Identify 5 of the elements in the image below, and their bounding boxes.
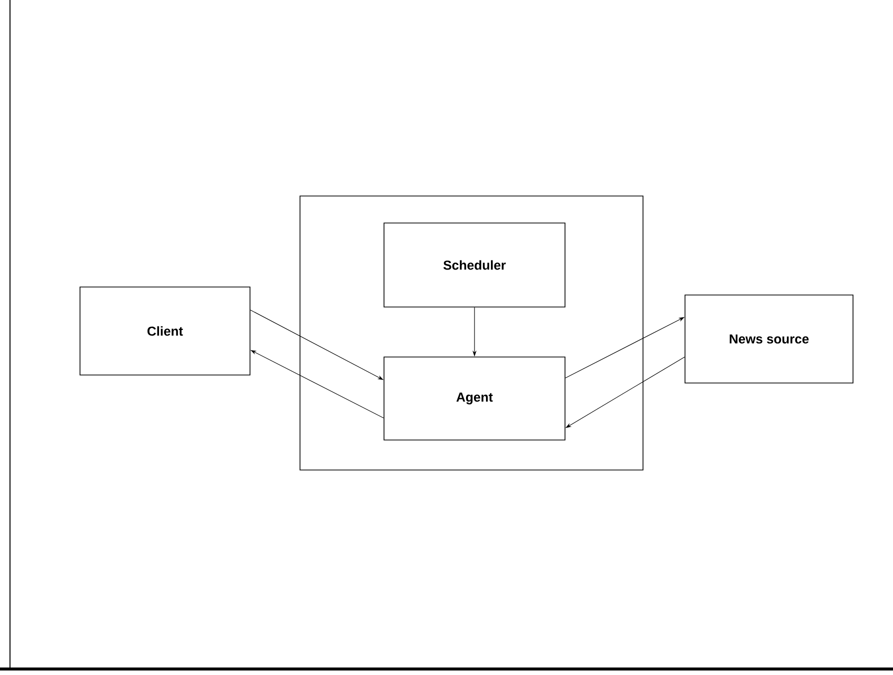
container-box bbox=[300, 196, 644, 470]
box: News source bbox=[684, 294, 854, 384]
box: Scheduler bbox=[384, 222, 566, 308]
box: Agent bbox=[384, 356, 566, 440]
box: Client bbox=[80, 286, 250, 376]
